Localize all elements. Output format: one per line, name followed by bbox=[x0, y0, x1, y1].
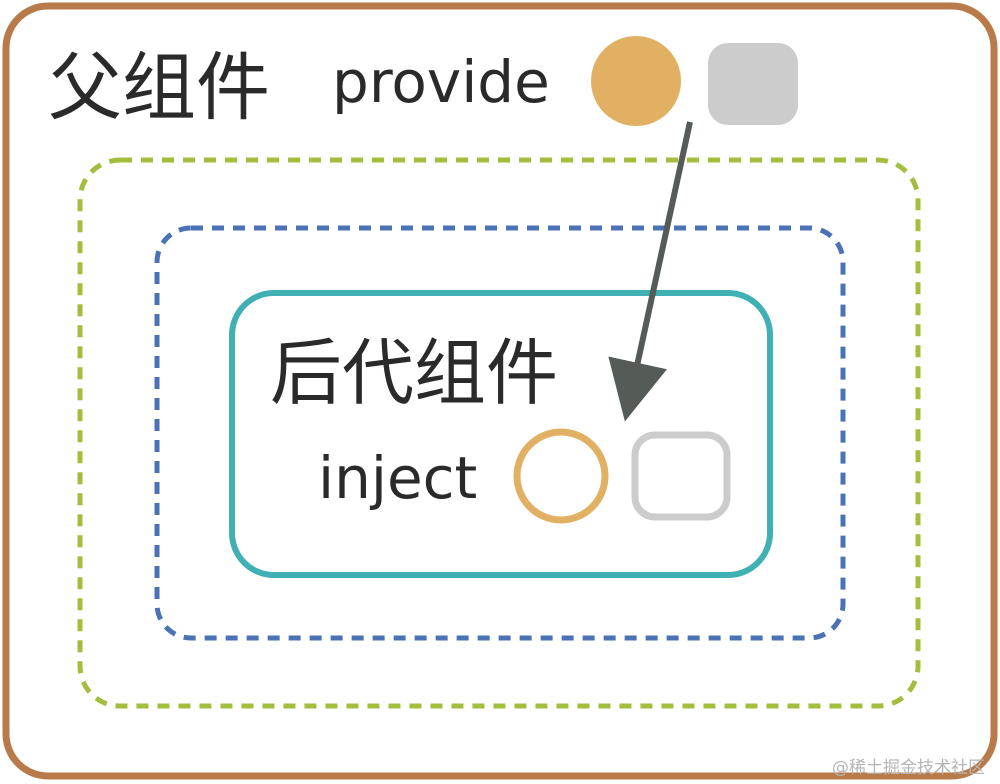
injected-circle-icon bbox=[513, 428, 609, 524]
intermediate-component-box-inner bbox=[154, 225, 846, 641]
injected-square-icon bbox=[631, 431, 731, 521]
provided-square-icon bbox=[708, 43, 798, 125]
intermediate-component-box-outer bbox=[77, 157, 921, 709]
inject-label: inject bbox=[318, 444, 477, 512]
parent-title: 父组件 bbox=[48, 45, 270, 131]
provide-to-inject-arrow bbox=[608, 121, 693, 422]
provide-label: provide bbox=[332, 48, 550, 116]
provided-circle-icon bbox=[591, 36, 681, 126]
descendant-title: 后代组件 bbox=[270, 331, 558, 415]
watermark: @稀土掘金技术社区 bbox=[832, 758, 985, 778]
